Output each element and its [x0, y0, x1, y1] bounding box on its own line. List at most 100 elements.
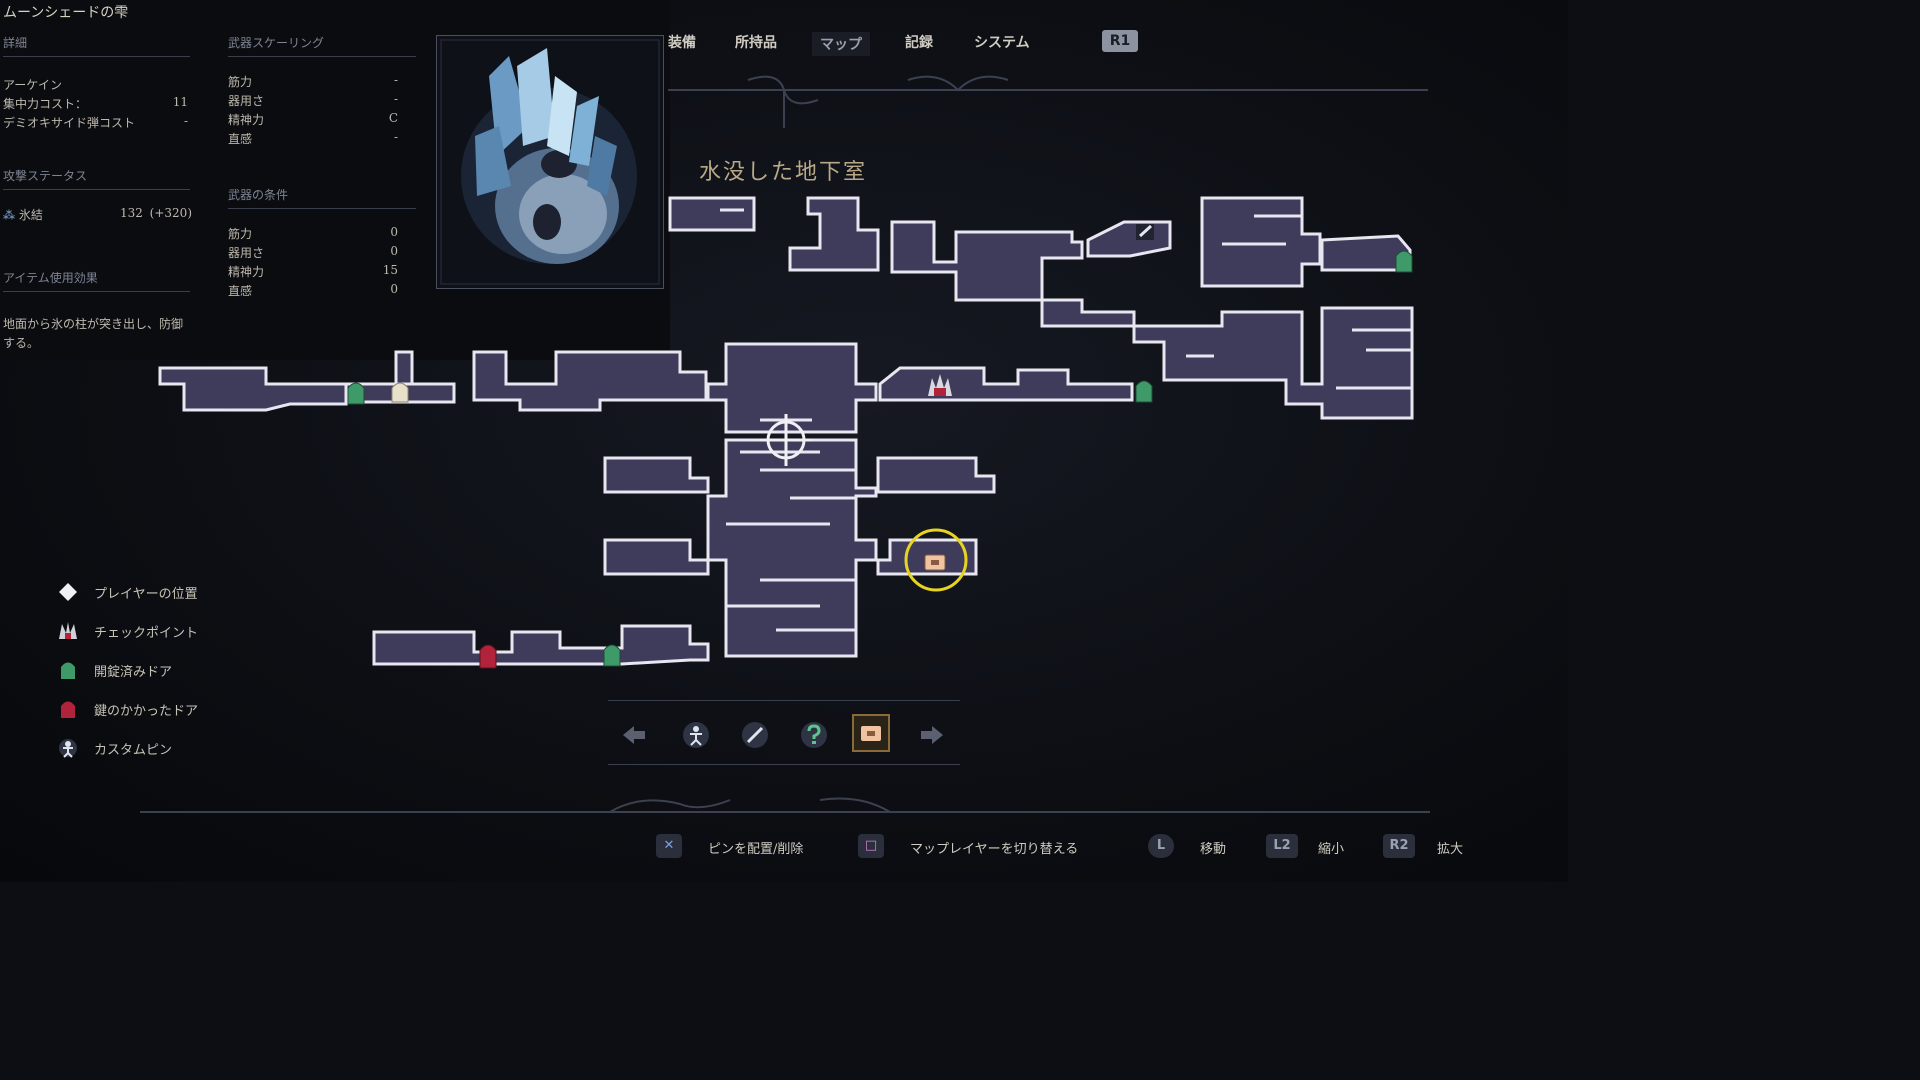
- checkpoint-icon[interactable]: [928, 374, 952, 396]
- tab-map[interactable]: マップ: [812, 32, 870, 56]
- stat-row: 直感 0: [228, 282, 398, 299]
- cross-button-icon: ✕: [656, 834, 682, 858]
- stat-label: 器用さ: [228, 94, 265, 108]
- frost-icon: ⁂: [3, 208, 15, 222]
- tab-records[interactable]: 記録: [905, 35, 933, 51]
- stat-value: -: [393, 73, 398, 87]
- attack-bonus: (+320): [149, 206, 192, 220]
- weapon-pin-icon[interactable]: [740, 720, 770, 750]
- focus-cost-row: 集中力コスト： 11: [3, 95, 188, 112]
- attack-row: ⁂ 氷結 132 (+320): [3, 206, 192, 223]
- prompt-label: 移動: [1200, 842, 1227, 857]
- stat-value: 15: [382, 263, 398, 277]
- bottom-ornament: [140, 797, 1430, 813]
- item-detail-panel: ムーンシェードの雫 詳細 アーケイン 集中力コスト： 11 デミオキサイド弾コス…: [0, 0, 670, 360]
- prompt-label: 縮小: [1318, 842, 1345, 857]
- chest-pin-icon[interactable]: [924, 554, 946, 571]
- stat-label: 直感: [228, 284, 253, 298]
- filter-divider-top: [608, 700, 960, 701]
- divider: [3, 291, 190, 292]
- item-artwork: [436, 35, 664, 289]
- stat-label: 精神力: [228, 113, 265, 127]
- item-type: アーケイン: [3, 78, 63, 92]
- ammo-cost-row: デミオキサイド弾コスト -: [3, 114, 188, 131]
- attack-type: 氷結: [18, 208, 43, 222]
- stat-value: 0: [390, 282, 398, 296]
- prompt-label: ピンを配置/削除: [708, 842, 804, 857]
- stat-row: 筋力 0: [228, 225, 398, 242]
- stat-value: 0: [390, 244, 398, 258]
- map-canvas[interactable]: [0, 0, 1568, 882]
- map-room: [706, 438, 878, 658]
- stat-label: 筋力: [228, 227, 253, 241]
- ice-skull-image: [440, 39, 660, 285]
- chest-pin-icon: [861, 726, 881, 741]
- map-room: [372, 624, 710, 666]
- ornament-divider: [668, 75, 1428, 128]
- custom-pin-icon[interactable]: [681, 720, 711, 750]
- stat-row: 精神力 C: [228, 111, 398, 128]
- attack-value: 132: [120, 206, 143, 220]
- divider: [228, 56, 416, 57]
- area-title: 水没した地下室: [699, 160, 868, 185]
- focus-cost-label: 集中力コスト：: [3, 97, 88, 111]
- map-room: [1200, 196, 1322, 288]
- effect-text-line1: 地面から氷の柱が突き出し、防御: [3, 317, 184, 331]
- requirements-header: 武器の条件: [228, 188, 289, 202]
- stat-label: 器用さ: [228, 246, 265, 260]
- map-room: [603, 456, 710, 494]
- scaling-header: 武器スケーリング: [228, 36, 325, 50]
- map-room: [876, 456, 996, 494]
- stat-value: 0: [390, 225, 398, 239]
- stat-label: 精神力: [228, 265, 265, 279]
- checkpoint-icon: [59, 622, 77, 639]
- weapon-pin-icon[interactable]: [1136, 224, 1154, 240]
- chest-filter-selected[interactable]: [852, 714, 890, 752]
- ammo-cost-value: -: [183, 114, 188, 128]
- r2-button-icon: R2: [1383, 834, 1415, 858]
- stat-row: 器用さ-: [228, 92, 398, 109]
- divider: [3, 189, 190, 190]
- r1-button[interactable]: R1: [1102, 30, 1138, 52]
- tab-equipment[interactable]: 装備: [668, 35, 696, 51]
- map-room: [1086, 220, 1172, 258]
- effect-header: アイテム使用効果: [3, 271, 98, 285]
- map-room: [668, 196, 756, 232]
- square-button-icon: □: [858, 834, 884, 858]
- details-header: 詳細: [3, 36, 28, 50]
- stat-row: 直感-: [228, 130, 398, 147]
- tab-system[interactable]: システム: [974, 35, 1030, 51]
- map-room: [603, 538, 710, 576]
- map-room: [878, 366, 1134, 402]
- left-arrow-icon[interactable]: [619, 720, 649, 750]
- item-name: ムーンシェードの雫: [3, 5, 129, 21]
- right-arrow-icon[interactable]: [917, 720, 947, 750]
- map-room: [890, 220, 1084, 302]
- left-stick-icon: L: [1148, 834, 1174, 858]
- locked-door-icon[interactable]: [479, 644, 497, 669]
- tab-inventory[interactable]: 所持品: [735, 35, 777, 51]
- highlight-circle: [904, 528, 968, 592]
- divider: [3, 56, 190, 57]
- prompt-label: マップレイヤーを切り替える: [910, 842, 1079, 857]
- map-room: [394, 350, 414, 386]
- gate-icon[interactable]: [391, 382, 409, 403]
- l2-button-icon: L2: [1266, 834, 1298, 858]
- map-room: [472, 350, 708, 412]
- stat-label: 直感: [228, 132, 253, 146]
- unlocked-door-icon[interactable]: [347, 250, 1413, 667]
- effect-text-line2: する。: [3, 336, 40, 350]
- map-room: [706, 342, 878, 434]
- player-position-icon: [59, 583, 77, 601]
- map-room: [788, 196, 880, 272]
- map-room: [158, 366, 348, 412]
- stat-row: 精神力 15: [228, 263, 398, 280]
- unlocked-door-icon: [61, 662, 75, 679]
- divider: [228, 208, 416, 209]
- filter-divider-bottom: [608, 764, 960, 765]
- attack-header: 攻撃ステータス: [3, 169, 88, 183]
- question-pin-icon[interactable]: [799, 720, 829, 750]
- stat-value: C: [388, 111, 398, 125]
- locked-door-icon: [61, 701, 75, 718]
- player-position-icon: [760, 414, 812, 466]
